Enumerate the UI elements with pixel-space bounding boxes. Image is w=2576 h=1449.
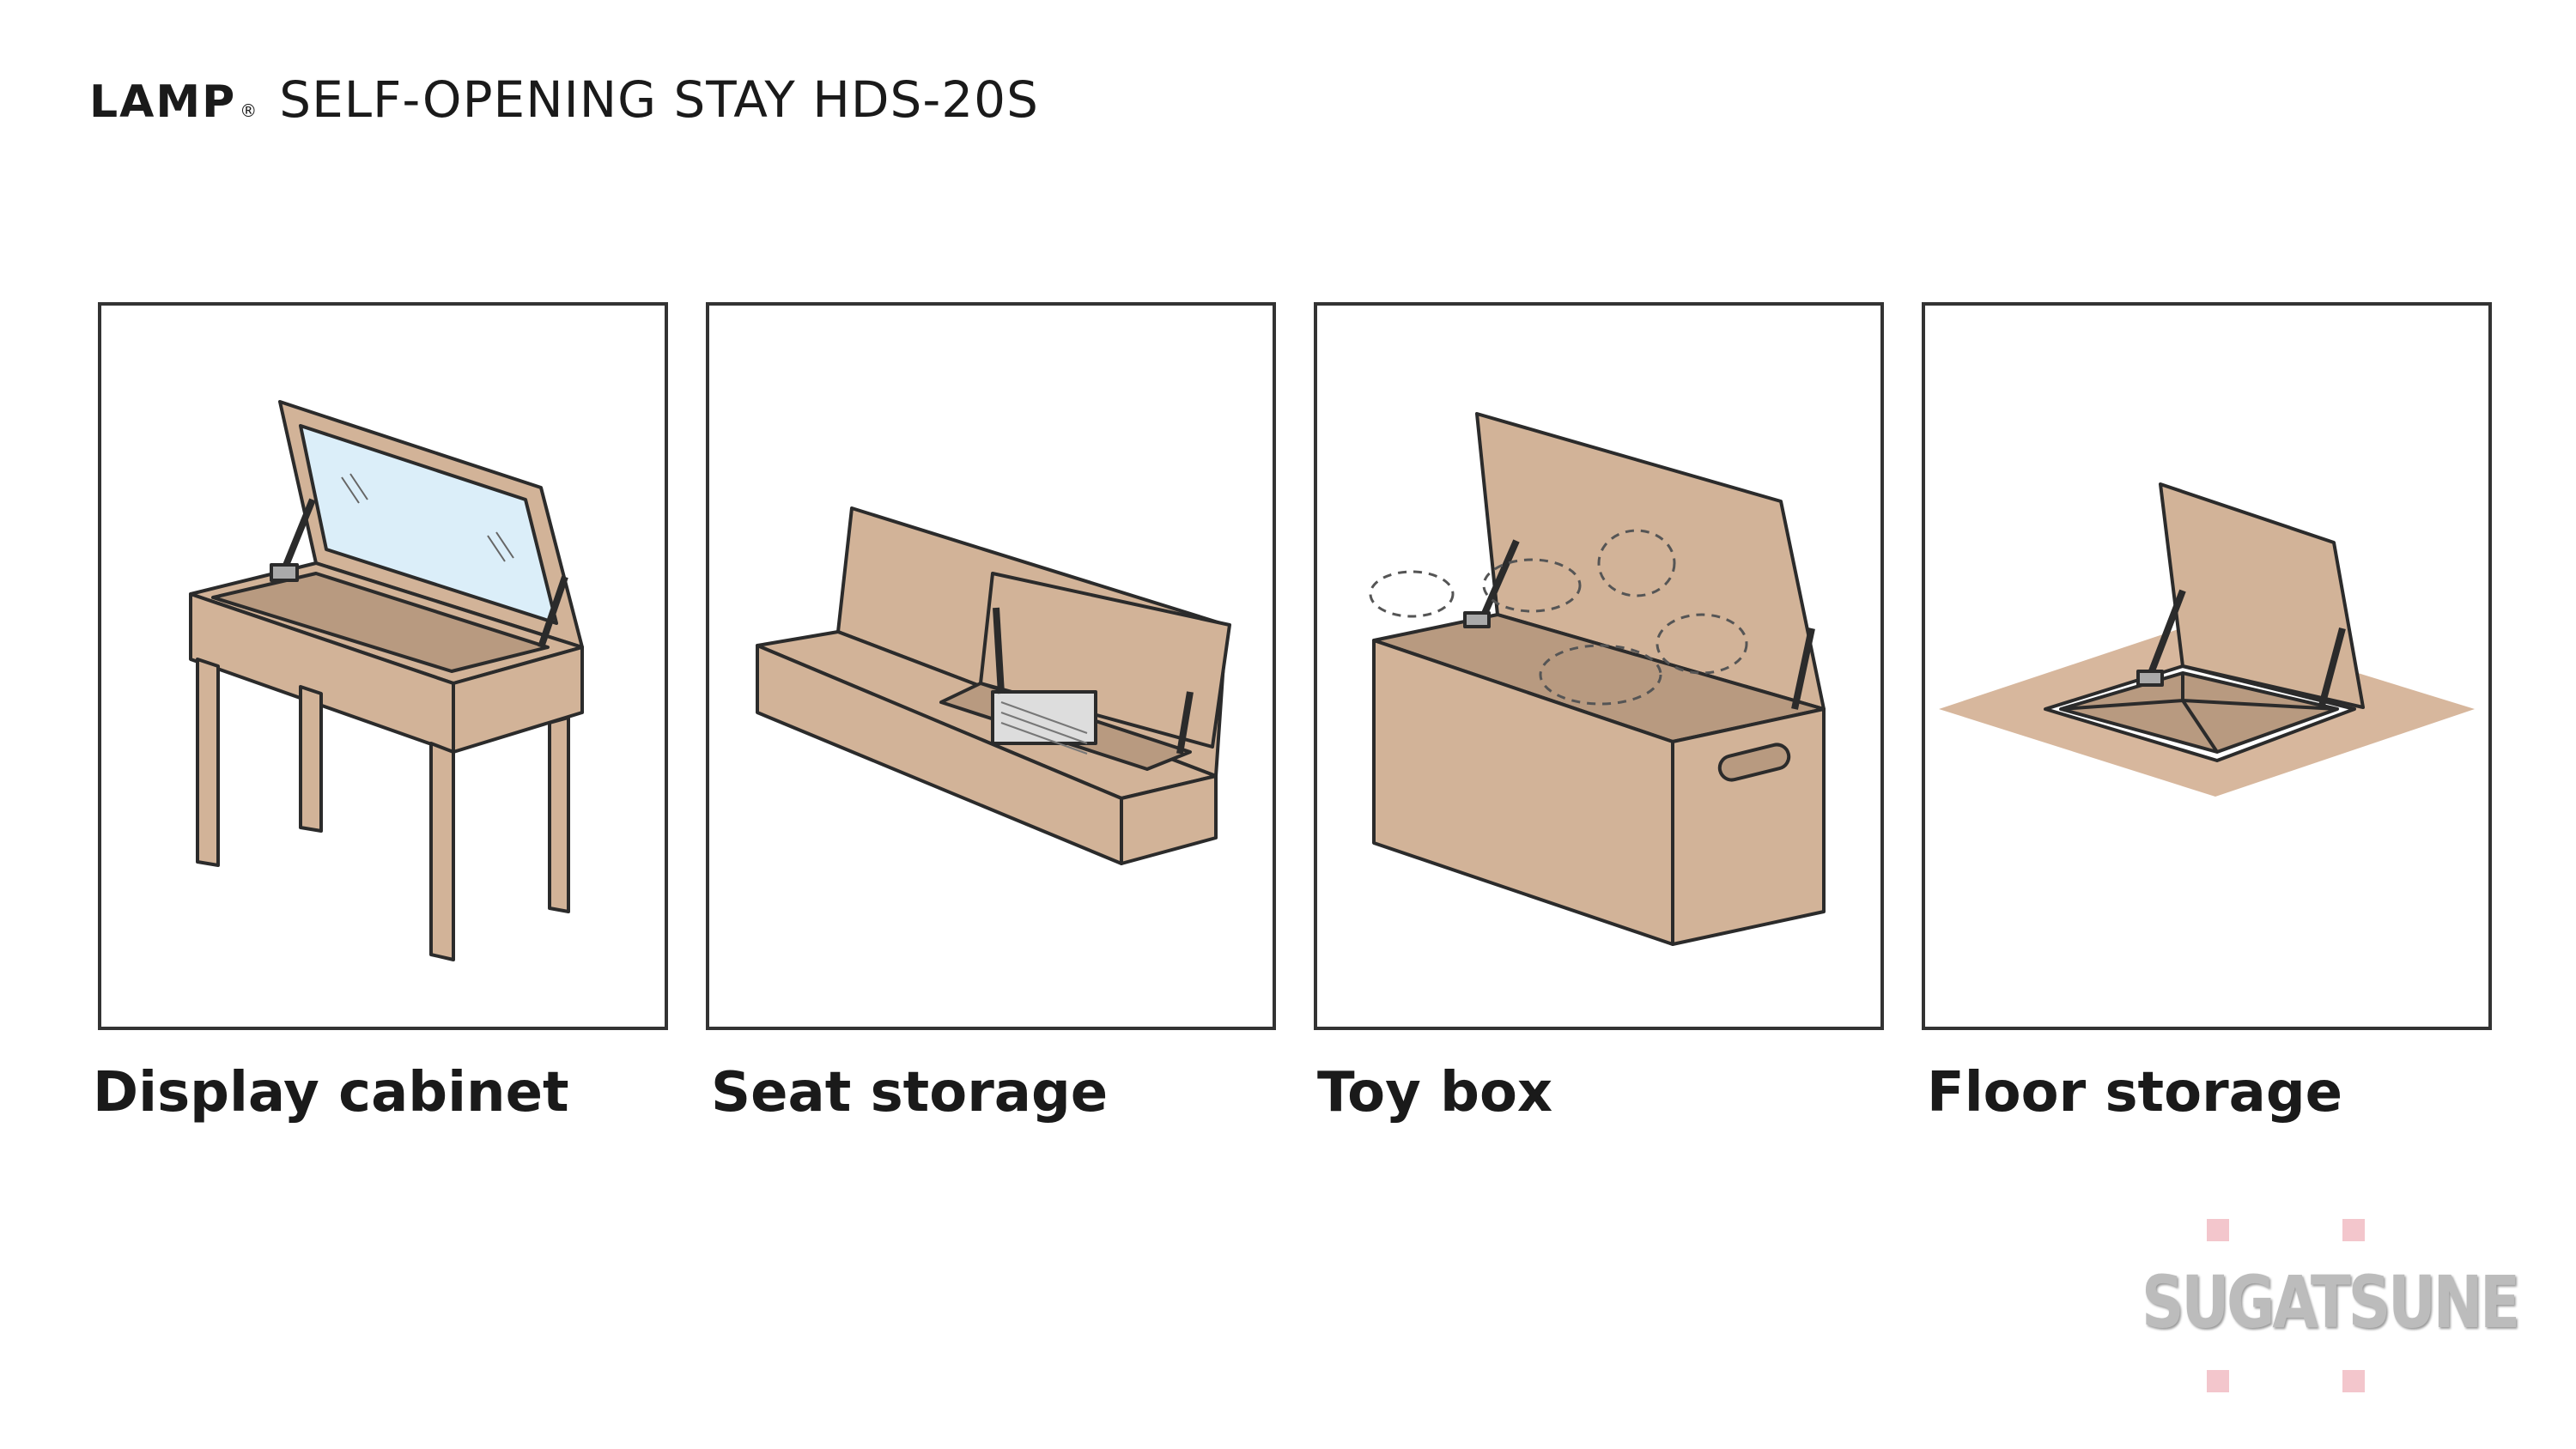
caption-floor-storage: Floor storage <box>1927 1061 2343 1125</box>
sugatsune-watermark: SUGATSUNE <box>2129 1219 2520 1399</box>
caption-seat-storage: Seat storage <box>711 1061 1109 1125</box>
floor-storage-illustration <box>1939 482 2475 797</box>
watermark-dot-icon <box>2207 1370 2229 1392</box>
watermark-dot-icon <box>2207 1219 2229 1241</box>
panel-display-cabinet <box>98 302 668 1030</box>
header: LAMP ® SELF-OPENING STAY HDS-20S <box>89 70 1039 132</box>
caption-toy-box: Toy box <box>1317 1061 1553 1125</box>
caption-display-cabinet: Display cabinet <box>93 1061 569 1125</box>
toy-box-illustration <box>1369 412 1826 946</box>
registered-mark: ® <box>240 100 258 121</box>
product-title: SELF-OPENING STAY HDS-20S <box>279 70 1039 129</box>
brand-logo: LAMP <box>89 76 237 128</box>
watermark-dot-icon <box>2342 1370 2365 1392</box>
panel-floor-storage <box>1922 302 2492 1030</box>
seat-storage-illustration <box>756 506 1231 865</box>
panel-toy-box <box>1314 302 1884 1030</box>
panel-seat-storage <box>706 302 1276 1030</box>
watermark-dot-icon <box>2342 1219 2365 1241</box>
display-cabinet-illustration <box>189 400 584 961</box>
watermark-text: SUGATSUNE <box>2142 1260 2520 1344</box>
